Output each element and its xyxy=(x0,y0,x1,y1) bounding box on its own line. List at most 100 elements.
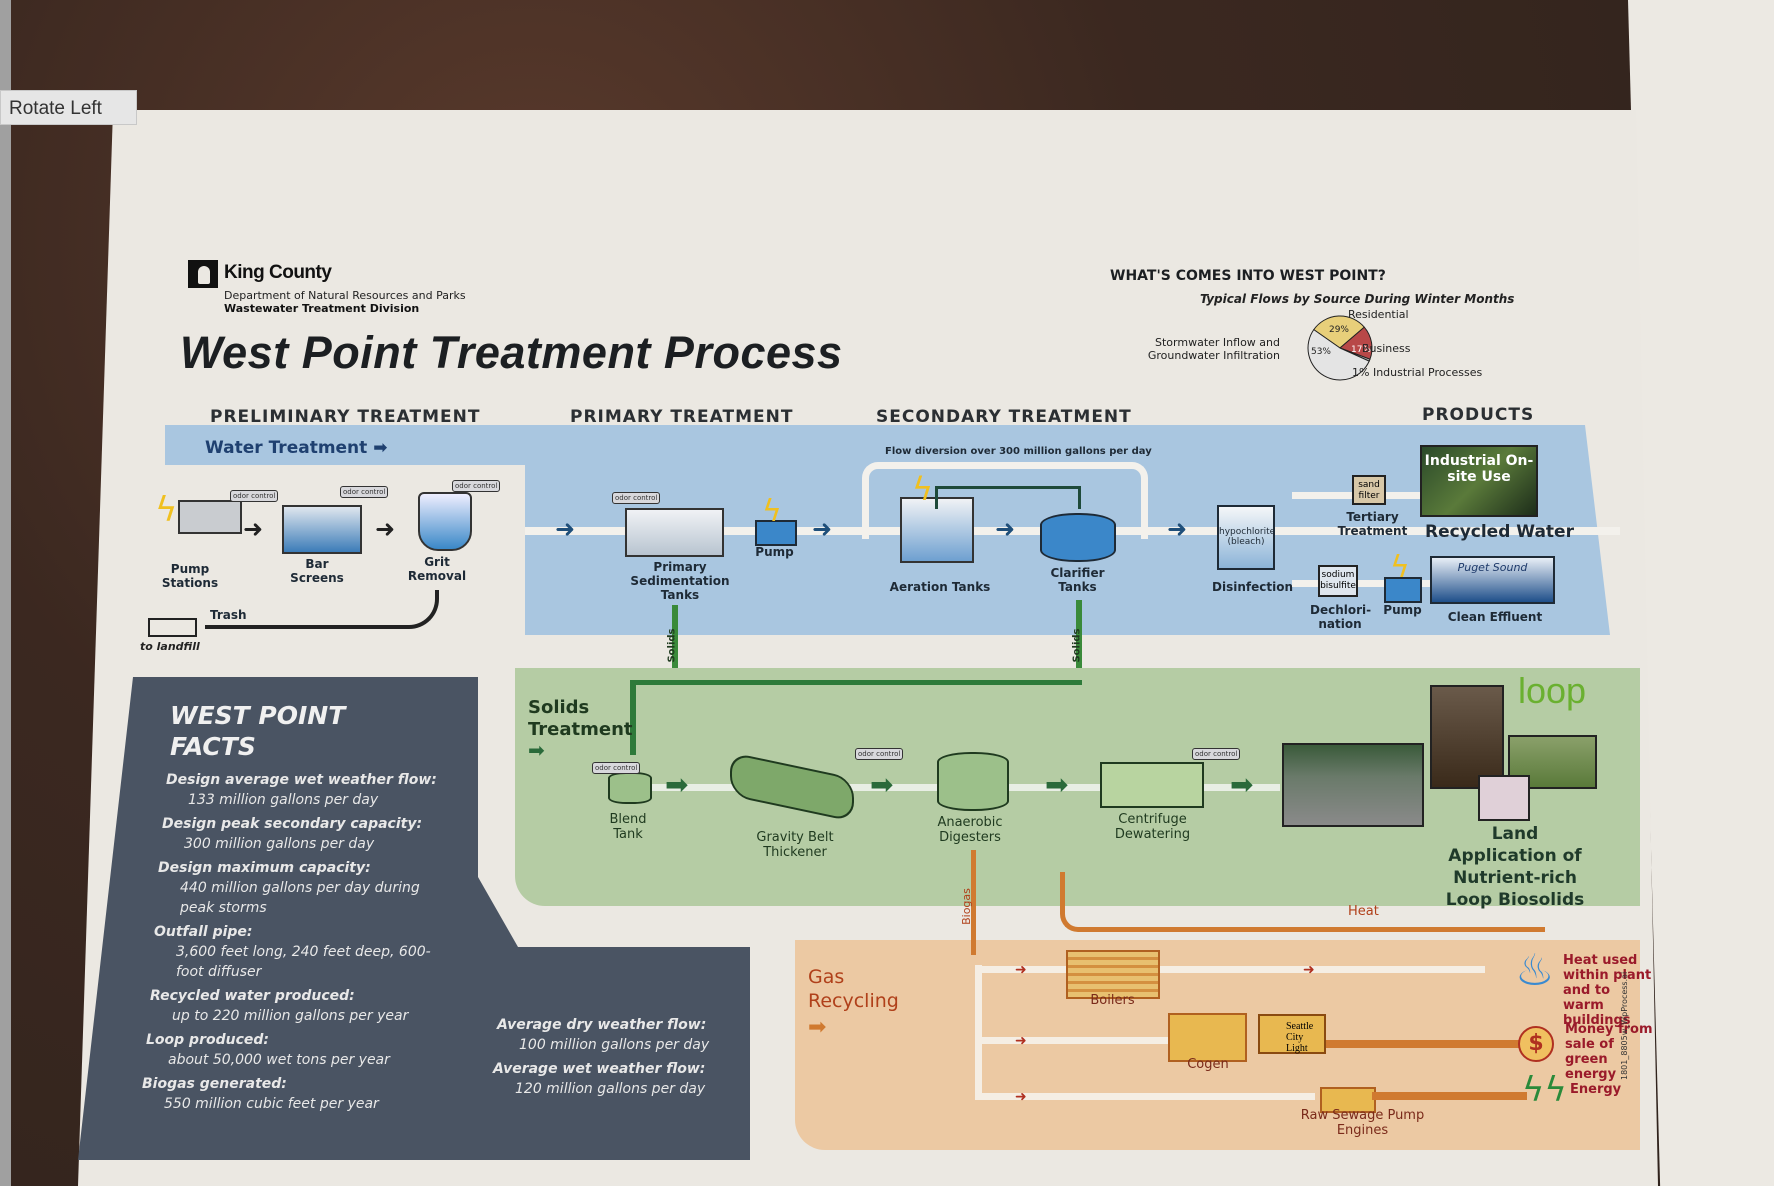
anaerobic-digesters-icon xyxy=(937,752,1009,811)
solids-line-clarifier xyxy=(1076,600,1082,675)
gas-pipe-2 xyxy=(975,1037,1170,1044)
anaerobic-digesters-label: Anaerobic Digesters xyxy=(937,815,1003,845)
arrow-right-icon: ➡ xyxy=(808,1015,827,1040)
facts-list-right: Average dry weather flow:100 million gal… xyxy=(493,1015,737,1103)
recycled-water-label: Recycled Water xyxy=(1425,522,1574,542)
heat-label: Heat xyxy=(1348,904,1379,919)
tertiary-treatment-label: Tertiary Treatment xyxy=(1337,510,1408,538)
facts-list-left: Design average wet weather flow:133 mill… xyxy=(142,770,450,1118)
pie-label-industrial: 1% Industrial Processes xyxy=(1352,366,1483,379)
fact-key: Loop produced: xyxy=(146,1032,269,1048)
engine-line xyxy=(1372,1092,1527,1100)
power-bolt-icon: ϟ xyxy=(1390,550,1410,585)
odor-control-badge: odor control xyxy=(855,748,904,760)
fact-key: Design average wet weather flow: xyxy=(166,772,437,788)
clarifier-tanks-icon xyxy=(1040,513,1116,562)
fact-item: Loop produced:about 50,000 wet tons per … xyxy=(146,1030,450,1070)
arrow-right-icon: ➡ xyxy=(373,438,388,458)
pie-percent-label: 53% xyxy=(1311,347,1331,357)
pie-label-stormwater-1: Stormwater Inflow and xyxy=(1155,336,1280,349)
bar-screens-icon xyxy=(282,505,362,554)
arrow-right-icon: ➡ xyxy=(870,768,894,801)
arrow-right-icon: ➜ xyxy=(375,515,396,543)
biogas-label: Biogas xyxy=(959,888,973,925)
pie-slice-stormwater xyxy=(1307,328,1370,381)
solids-drop-line xyxy=(630,680,636,755)
fact-item: Average wet weather flow:120 million gal… xyxy=(493,1059,737,1099)
division-name: Wastewater Treatment Division xyxy=(224,302,420,315)
viewer-left-edge xyxy=(0,0,11,1186)
pie-percent-label: 29% xyxy=(1329,325,1349,335)
money-label: Money from sale of green energy xyxy=(1565,1022,1653,1082)
solids-treatment-label: Solids Treatment xyxy=(528,697,633,740)
fact-item: Recycled water produced:up to 220 millio… xyxy=(150,986,450,1026)
seattle-city-light-logo: Seattle City Light xyxy=(1258,1014,1326,1054)
odor-control-badge: odor control xyxy=(452,480,501,492)
centrifuge-icon xyxy=(1100,762,1204,808)
clarifier-tanks-label: Clarifier Tanks xyxy=(1050,566,1105,594)
odor-control-badge: odor control xyxy=(612,492,661,504)
fact-item: Average dry weather flow:100 million gal… xyxy=(497,1015,737,1055)
fact-value: 3,600 feet long, 240 feet deep, 600-foot… xyxy=(176,944,431,980)
energy-icon: ϟϟ xyxy=(1522,1070,1567,1110)
inflow-pie-chart: 29%17% 53% xyxy=(1307,315,1373,381)
odor-control-badge: odor control xyxy=(230,490,279,502)
bar-screens-label: Bar Screens xyxy=(290,557,344,585)
fact-value: 120 million gallons per day xyxy=(515,1081,706,1097)
pump-label: Pump xyxy=(755,545,794,559)
fact-key: Recycled water produced: xyxy=(150,988,355,1004)
flow-diversion-label: Flow diversion over 300 million gallons … xyxy=(885,446,1152,457)
fact-value: 550 million cubic feet per year xyxy=(164,1096,379,1112)
heat-used-label: Heat used within plant and to warm build… xyxy=(1563,953,1652,1028)
money-icon: $ xyxy=(1518,1026,1554,1062)
raw-sewage-pump-engines-label: Raw Sewage Pump Engines xyxy=(1300,1108,1425,1138)
arrow-right-icon: ➡ xyxy=(665,768,689,801)
primary-sedimentation-icon xyxy=(625,508,724,557)
sodium-bisulfite-box: sodium bisulfite xyxy=(1318,565,1358,597)
arrow-right-icon: ➜ xyxy=(812,515,833,543)
fact-item: Design peak secondary capacity:300 milli… xyxy=(162,814,450,854)
arrow-right-icon: ➜ xyxy=(1015,1033,1027,1049)
power-bolt-icon: ϟ xyxy=(155,490,178,530)
water-treatment-label: Water Treatment ➡ xyxy=(205,438,388,458)
heat-return-line xyxy=(1060,872,1545,932)
solids-combined-line xyxy=(632,680,1082,685)
odor-control-badge: odor control xyxy=(340,486,389,498)
electric-line xyxy=(1326,1040,1526,1048)
cogen-label: Cogen xyxy=(1187,1057,1229,1072)
aeration-tanks-label: Aeration Tanks xyxy=(889,580,991,594)
centrifuge-dewatering-label: Centrifuge Dewatering xyxy=(1114,812,1191,842)
arrow-right-icon: ➜ xyxy=(1015,1089,1027,1105)
blend-tank-label: Blend Tank xyxy=(609,812,647,842)
seedling-photo xyxy=(1430,685,1504,789)
land-application-label: Land Application of Nutrient-rich Loop B… xyxy=(1445,824,1585,910)
biogas-line xyxy=(971,850,976,955)
solids-line-primary xyxy=(672,605,678,685)
fact-item: Design average wet weather flow:133 mill… xyxy=(166,770,450,810)
arrow-right-icon: ➜ xyxy=(1167,515,1188,543)
fact-key: Outfall pipe: xyxy=(154,924,253,940)
trash-label: Trash xyxy=(210,608,247,622)
fact-key: Biogas generated: xyxy=(142,1076,287,1092)
return-sludge-line xyxy=(935,486,1081,509)
fact-item: Biogas generated: 550 million cubic feet … xyxy=(142,1074,450,1114)
odor-control-badge: odor control xyxy=(1192,748,1241,760)
pump-icon xyxy=(1384,577,1422,603)
arrow-right-icon: ➡ xyxy=(1045,768,1069,801)
pie-percent-label: 17% xyxy=(1351,345,1371,355)
grit-removal-label: Grit Removal xyxy=(407,555,467,583)
industrial-use-photo: Industrial On-site Use xyxy=(1420,445,1538,517)
gas-recycling-label: Gas Recycling xyxy=(808,966,899,1012)
trash-path xyxy=(205,590,439,629)
sand-filter-box: sand filter xyxy=(1352,475,1386,505)
fact-key: Design maximum capacity: xyxy=(158,860,371,876)
arrow-right-icon: ➜ xyxy=(243,515,264,543)
file-code: 1801_8805w_WpProcess.ai xyxy=(1620,971,1629,1080)
page-title: West Point Treatment Process xyxy=(180,327,843,378)
blend-tank-icon xyxy=(608,772,652,804)
flow-diversion-pipe xyxy=(862,462,1148,539)
biosolids-sample-photo xyxy=(1478,775,1530,821)
arrow-right-icon: ➜ xyxy=(555,515,576,543)
power-bolt-icon: ϟ xyxy=(912,470,934,508)
